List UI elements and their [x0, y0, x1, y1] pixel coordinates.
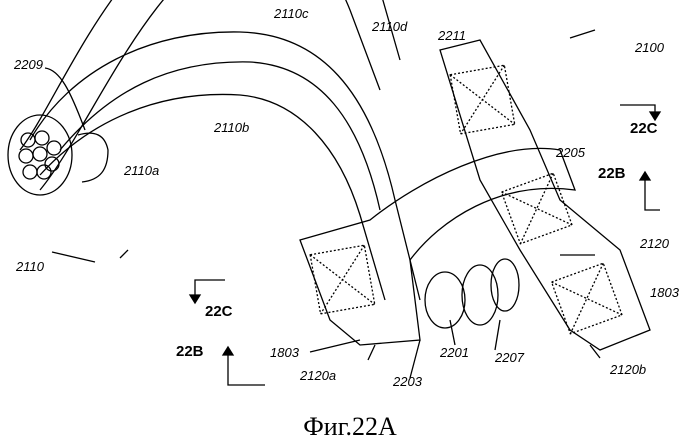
label-2110c: 2110c	[274, 6, 308, 21]
rope-upper	[30, 32, 420, 300]
label-2120: 2120	[640, 236, 669, 251]
strap-2120a	[300, 148, 575, 345]
label-2100: 2100	[635, 40, 664, 55]
section-label-22b-top: 22B	[598, 165, 626, 182]
label-1803-right: 1803	[650, 285, 679, 300]
label-2110: 2110	[16, 259, 44, 274]
label-2201: 2201	[440, 345, 469, 360]
label-2209: 2209	[14, 57, 43, 72]
label-1803-left: 1803	[270, 345, 299, 360]
strap-2120	[440, 40, 650, 350]
section-label-22c-top: 22C	[630, 120, 658, 137]
section-label-22b-bottom: 22B	[176, 343, 204, 360]
section-label-22c-bottom: 22C	[205, 303, 233, 320]
label-2120a: 2120a	[300, 368, 336, 383]
label-2211: 2211	[438, 28, 466, 43]
rope-end	[8, 115, 72, 195]
label-2120b: 2120b	[610, 362, 646, 377]
label-2110b: 2110b	[214, 120, 249, 135]
rope-lower	[40, 94, 385, 300]
wrap-2209	[78, 133, 108, 182]
label-2203: 2203	[393, 374, 422, 389]
figure-caption: Фиг.22A	[0, 412, 700, 442]
label-2110d: 2110d	[372, 19, 407, 34]
label-2205: 2205	[556, 145, 585, 160]
label-2207: 2207	[495, 350, 524, 365]
label-2110a: 2110a	[124, 163, 159, 178]
